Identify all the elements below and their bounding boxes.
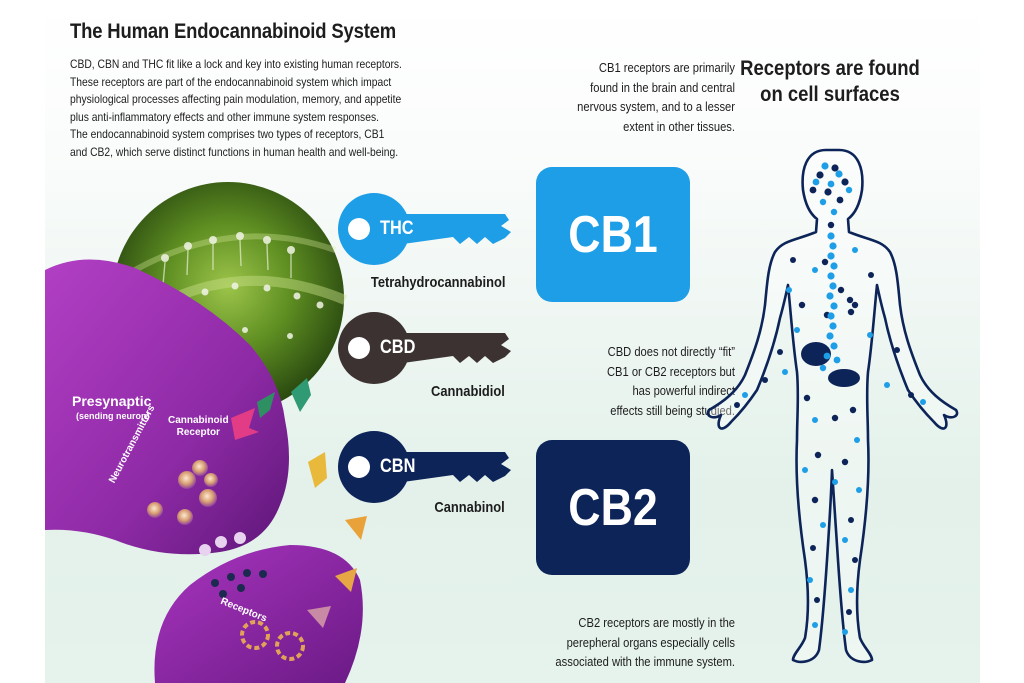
cbd-description: CBD does not directly “fit” CB1 or CB2 r… [520,342,735,420]
synapse-illustration [45,182,367,683]
presynaptic-label: Presynaptic [72,393,152,409]
cb1-description-line: extent in other tissues. [623,118,735,134]
page-title: The Human Endocannabinoid System [70,20,397,43]
cannabinoid-molecules [257,378,367,628]
cannabinoid-receptor-label: Cannabinoid Receptor [168,415,229,439]
intro-line: physiological processes affecting pain m… [70,92,402,106]
receptors-heading-line: on cell surfaces [760,83,900,106]
cbd-description-line: effects still being studied. [610,402,735,418]
intro-line: plus anti-inflammatory effects and other… [70,109,379,124]
cb2-description-line: associated with the immune system. [555,654,735,669]
cb2-description-line: CB2 receptors are mostly in the [578,615,735,630]
intro-line: CBD, CBN and THC fit like a lock and key… [70,57,402,71]
presynaptic-neuron [45,259,289,555]
sending-neuron-label: (sending neuron) [76,411,150,421]
intro-line: The endocannabinoid system comprises two… [70,127,385,141]
cb1-description-line: CB1 receptors are primarily [598,60,735,75]
thc-key-label: THC [380,218,414,239]
postsynaptic-receptor-dots [211,569,267,598]
receptors-heading: Receptors are found on cell surfaces [716,56,945,108]
intro-line: These receptors are part of the endocann… [70,74,392,89]
thc-name: Tetrahydrocannabinol [370,274,505,291]
cb1-description-line: found in the brain and central [590,79,735,95]
intro-paragraph: CBD, CBN and THC fit like a lock and key… [70,56,440,161]
cbn-key-label: CBN [380,456,416,477]
intro-line: and CB2, which serve distinct functions … [70,144,399,159]
cb2-label: CB2 [568,478,658,537]
cb2-description-line: perepheral organs especially cells [566,634,735,650]
cbd-description-line: CB1 or CB2 receptors but [606,363,735,379]
cb1-description: CB1 receptors are primarily found in the… [516,58,735,136]
receptors-heading-line: Receptors are found [740,57,920,80]
cannabinoid-receptor-label-line: Cannabinoid [168,415,229,426]
cbd-description-line: CBD does not directly “fit” [607,344,735,359]
cbd-name: Cannabidiol [431,383,505,400]
cbd-key-label: CBD [380,337,416,358]
cb2-receptor-box: CB2 [536,440,690,575]
cannabinoid-receptor-shape [231,408,259,440]
cb1-description-line: nervous system, and to a lesser [577,99,735,114]
infographic-panel: The Human Endocannabinoid System CBD, CB… [45,0,980,683]
neurotransmitter-vesicles [147,460,246,556]
postsynaptic-receptor-rings [240,620,305,661]
cbn-name: Cannabinol [434,499,505,516]
cbd-description-line: has powerful indirect [632,383,735,398]
cb1-receptor-box: CB1 [536,167,690,302]
cb2-description: CB2 receptors are mostly in the perepher… [486,613,735,672]
cannabinoid-receptor-label-line: Receptor [176,427,220,438]
cb1-label: CB1 [568,205,658,264]
postsynaptic-neuron [154,545,363,683]
